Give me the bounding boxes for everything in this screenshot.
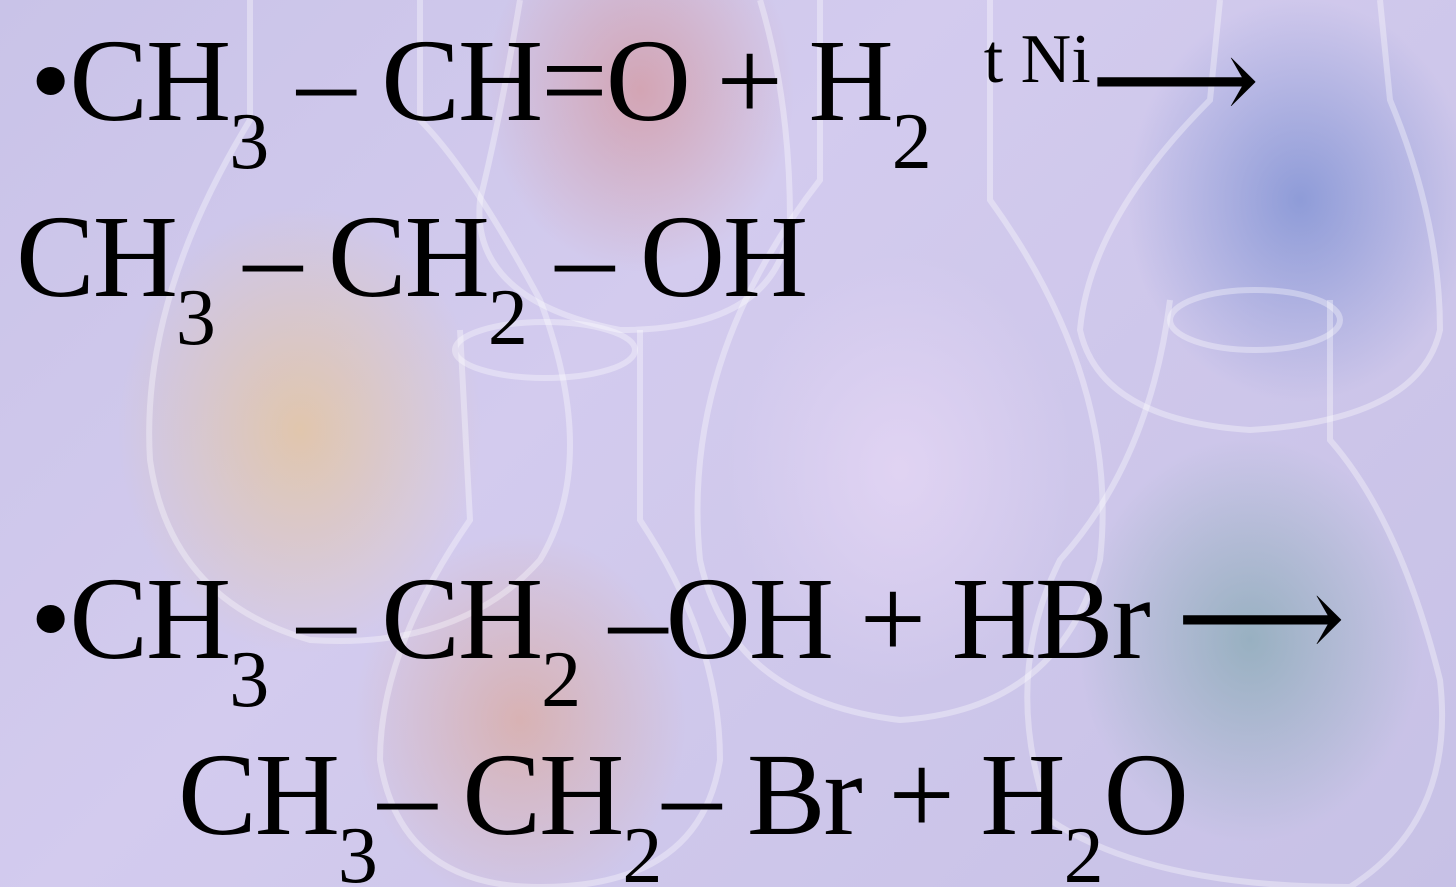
subscript: 3 [175,274,216,362]
subscript: 3 [229,636,270,724]
bullet: • [30,15,71,146]
formula-text: CH [69,15,231,146]
formula-text: – Br + H [662,729,1065,860]
formula-text: – CH [269,553,543,684]
bullet: • [30,553,71,684]
formula-text: – OH [527,191,808,322]
subscript: 2 [541,636,582,724]
formula-text: –OH + HBr [581,553,1177,684]
reaction-arrow-icon: ⟶ [1176,553,1346,684]
formula-text: – CH=O + H [269,15,894,146]
formula-text: CH [178,729,340,860]
reaction-1-products: CH3 – CH2 – OH [16,198,808,359]
formula-text: CH [69,553,231,684]
formula-text: – CH [215,191,489,322]
subscript: 2 [622,812,663,887]
reaction-arrow-icon: ⟶ [1090,15,1260,146]
formula-text: – CH [377,729,624,860]
reaction-2-reactants: •CH3 – CH2 –OH + HBr ⟶ [30,553,1346,721]
subscript: 3 [229,98,270,186]
reaction-1-reactants: •CH3 – CH=O + H2 t Ni⟶ [30,15,1260,183]
subscript: 3 [337,812,378,887]
subscript: 2 [1063,812,1104,887]
formula-text: CH [16,191,178,322]
reaction-condition: t Ni [983,21,1091,98]
reaction-2-products: CH3– CH2– Br + H2O [178,736,1189,887]
subscript: 2 [891,98,932,186]
subscript: 2 [487,274,528,362]
formula-text: O [1103,729,1189,860]
